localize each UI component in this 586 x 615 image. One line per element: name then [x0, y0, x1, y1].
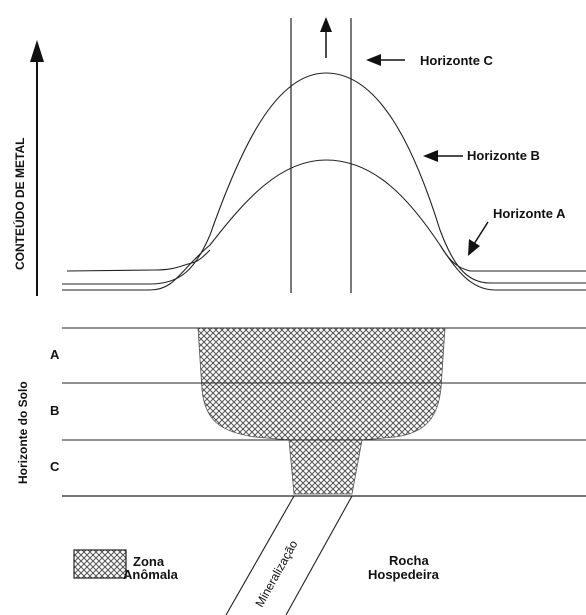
label-horizonte-b: Horizonte B: [467, 148, 540, 163]
y-axis-arrowhead: [30, 40, 44, 62]
layer-label-b: B: [50, 403, 59, 418]
host-rock-label-line2: Hospedeira: [368, 567, 440, 582]
host-rock-label-line1: Rocha: [389, 553, 430, 568]
vein-edge-right: [285, 495, 353, 615]
legend-label-line1: Zona: [133, 554, 165, 569]
layer-label-a: A: [50, 347, 60, 362]
label-horizonte-a: Horizonte A: [493, 206, 566, 221]
callout-horizonte-c: Horizonte C: [366, 53, 494, 68]
legend-swatch-anomalous-zone: [73, 549, 127, 579]
vein-label: Mineralização: [252, 538, 300, 610]
legend-label-line2: Anômala: [123, 567, 179, 582]
layer-label-c: C: [50, 459, 60, 474]
legend: Zona Anômala: [73, 549, 179, 582]
soil-axis-label: Horizonte do Solo: [16, 381, 30, 484]
metal-content-plot: CONTEÚDO DE METAL Horizonte C Horizonte …: [12, 17, 586, 296]
callout-horizonte-a: Horizonte A: [468, 206, 566, 256]
anomalous-zone: [197, 327, 446, 495]
upward-arrow-head: [320, 17, 332, 32]
callout-horizonte-b: Horizonte B: [423, 148, 540, 163]
curve-horizonte-a: [66, 244, 586, 272]
vein-edge-left: [225, 495, 295, 615]
curve-horizonte-c: [62, 72, 586, 285]
y-axis-label: CONTEÚDO DE METAL: [12, 138, 27, 270]
label-horizonte-c: Horizonte C: [420, 53, 494, 68]
